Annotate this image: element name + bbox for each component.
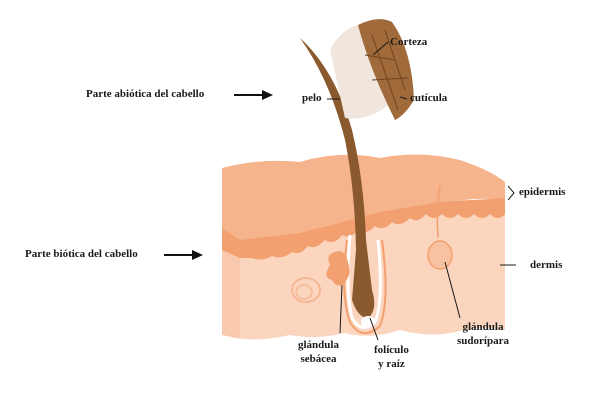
leader-cuticula	[399, 96, 408, 100]
label-glandula-sebacea-line2: sebácea	[300, 353, 337, 365]
leader-corteza	[372, 41, 389, 56]
label-foliculo-line1: folículo	[374, 344, 409, 356]
label-glandula-sudoripara-line1: glándula	[462, 321, 504, 333]
hair-cortex	[358, 19, 414, 121]
label-corteza: Corteza	[390, 36, 428, 48]
label-epidermis: epidermis	[519, 186, 566, 198]
sweat-gland-coil-left	[291, 277, 321, 303]
label-glandula-sebacea: glándula sebácea	[298, 338, 339, 366]
epidermis-bracket	[507, 185, 515, 201]
leader-foliculo	[369, 317, 379, 341]
leader-sebacea	[339, 284, 343, 334]
label-glandula-sebacea-line1: glándula	[298, 339, 339, 351]
hair-shaft	[300, 38, 375, 318]
label-glandula-sudoripara-line2: sudorípara	[457, 335, 509, 347]
sweat-gland-coil-right	[427, 240, 453, 270]
label-abiotic: Parte abiótica del cabello	[86, 88, 205, 100]
label-dermis: dermis	[530, 259, 563, 271]
label-pelo: pelo	[302, 92, 322, 104]
arrow-abiotic-icon	[234, 90, 273, 100]
label-glandula-sudoripara: glándula sudorípara	[457, 320, 509, 348]
label-foliculo-line2: y raíz	[378, 358, 405, 370]
follicle	[346, 234, 382, 330]
label-foliculo: folículo y raíz	[374, 343, 409, 371]
label-biotic: Parte biótica del cabello	[25, 248, 138, 260]
label-cuticula: cutícula	[410, 92, 448, 104]
hair-cutaway-white	[330, 25, 395, 119]
sebaceous-gland	[326, 251, 350, 286]
epidermis-top	[222, 154, 505, 240]
leader-sudoripara	[444, 261, 461, 319]
arrow-biotic-icon	[164, 250, 203, 260]
hair-root-bulb	[361, 316, 375, 328]
